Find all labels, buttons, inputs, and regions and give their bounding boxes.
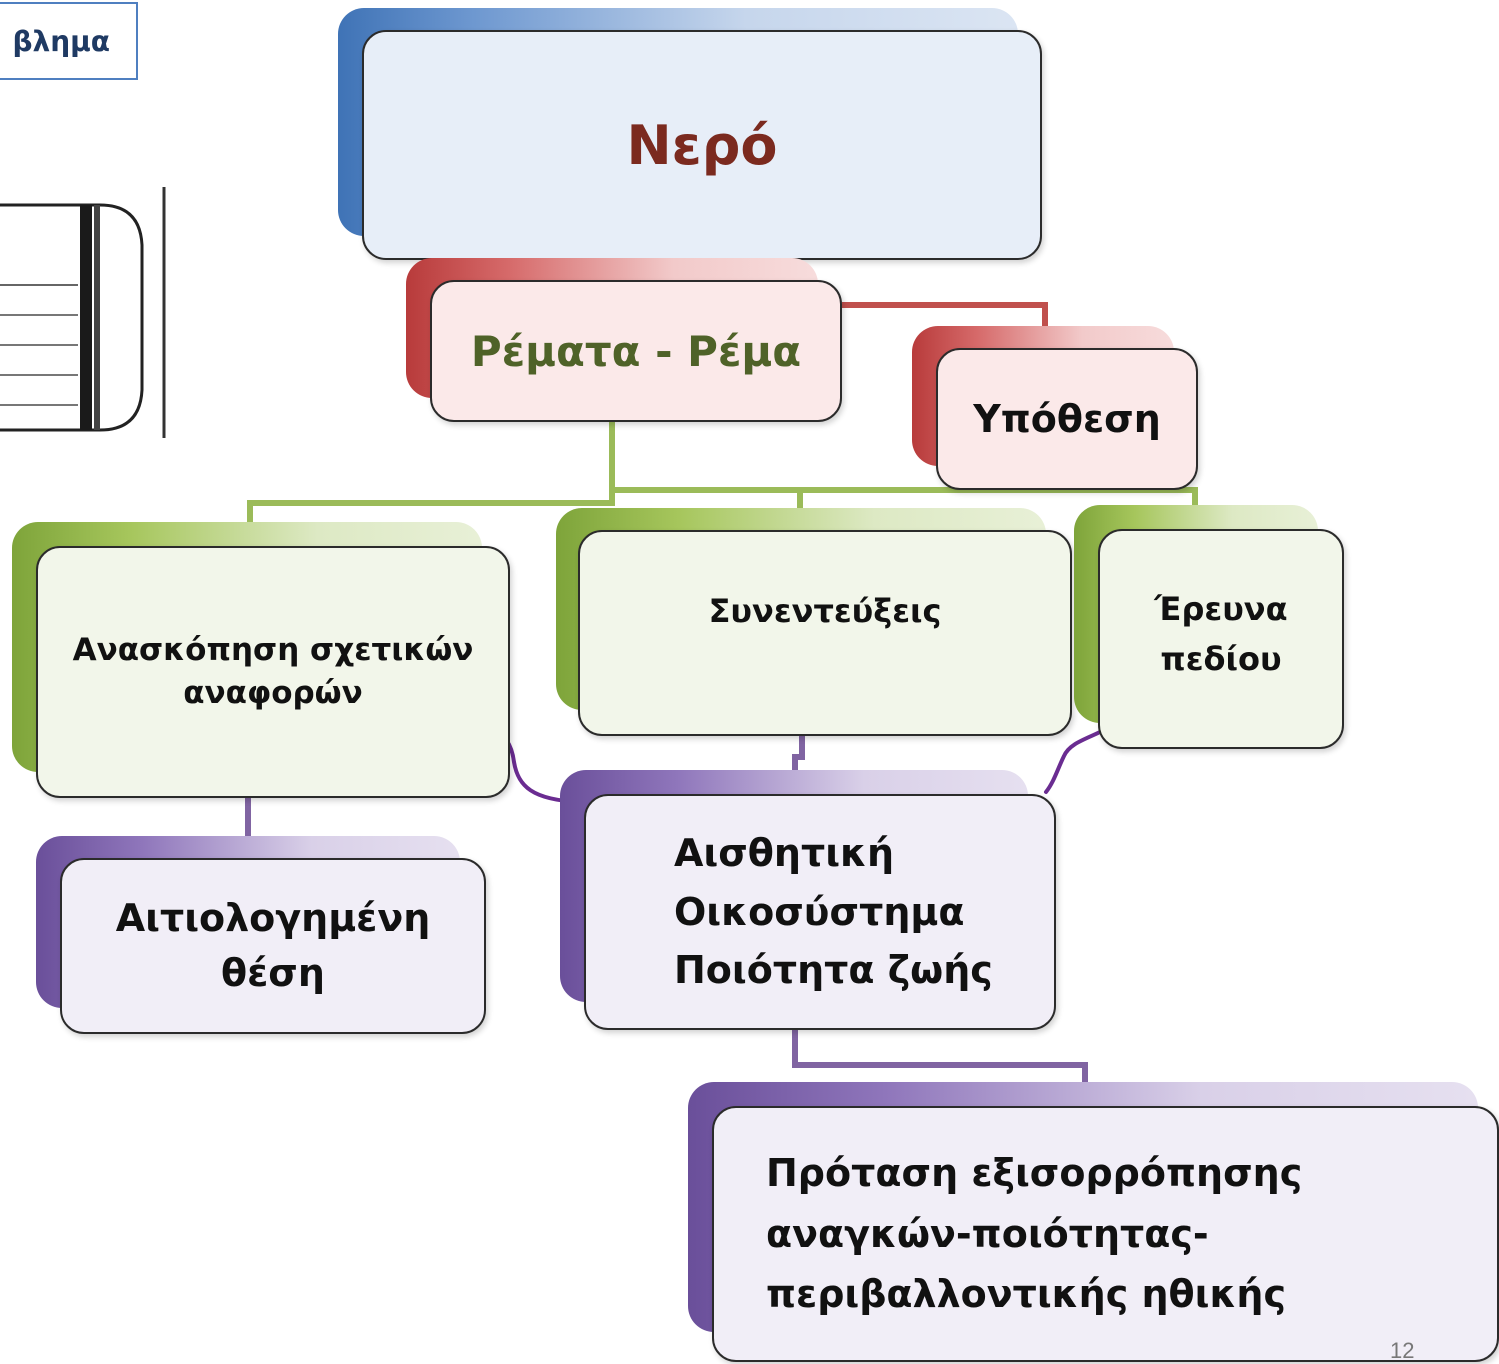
document-clipart: [0, 185, 166, 440]
title-fragment: βλημα: [12, 24, 110, 58]
node-interviews: Συνεντεύξεις: [556, 508, 1076, 740]
node-proposal-label: Πρόταση εξισορρόπησης αναγκών-ποιότητας-…: [766, 1150, 1303, 1317]
node-root-box: Νερό: [362, 30, 1042, 260]
connector-interviews-aspects: [792, 735, 805, 773]
node-field-research-label: Έρευνα πεδίου: [1154, 590, 1288, 678]
node-field-research: Έρευνα πεδίου: [1074, 505, 1348, 753]
node-justified-position: Αιτιολογημένη θέση: [36, 836, 488, 1036]
node-field-research-box: Έρευνα πεδίου: [1098, 529, 1344, 749]
title-fragment-box: βλημα: [0, 2, 138, 80]
node-root-label: Νερό: [626, 113, 778, 177]
node-justified-position-box: Αιτιολογημένη θέση: [60, 858, 486, 1034]
connector-streams-review: [247, 490, 615, 528]
node-aspects-label: Αισθητική Οικοσύστημα Ποιότητα ζωής: [674, 830, 993, 993]
node-hypothesis-label: Υπόθεση: [973, 397, 1161, 441]
node-streams: Ρέματα - Ρέμα: [406, 258, 846, 426]
node-proposal-box: Πρόταση εξισορρόπησης αναγκών-ποιότητας-…: [712, 1106, 1499, 1362]
node-review-label: Ανασκόπηση σχετικών αναφορών: [72, 631, 474, 711]
node-root: Νερό: [338, 8, 1048, 266]
node-interviews-label: Συνεντεύξεις: [708, 592, 942, 630]
node-interviews-box: Συνεντεύξεις: [578, 530, 1072, 736]
curve-field-aspects: [1044, 726, 1110, 794]
page-number: 12: [1390, 1338, 1415, 1363]
node-aspects-box: Αισθητική Οικοσύστημα Ποιότητα ζωής: [584, 794, 1056, 1030]
node-aspects: Αισθητική Οικοσύστημα Ποιότητα ζωής: [560, 770, 1058, 1032]
connector-streams-children: [609, 420, 1198, 510]
node-justified-position-label: Αιτιολογημένη θέση: [115, 895, 431, 995]
connector-streams-hypothesis: [842, 302, 1048, 328]
node-streams-label: Ρέματα - Ρέμα: [470, 326, 802, 376]
node-review-box: Ανασκόπηση σχετικών αναφορών: [36, 546, 510, 798]
node-proposal: Πρόταση εξισορρόπησης αναγκών-ποιότητας-…: [688, 1082, 1499, 1362]
connector-aspects-proposal: [792, 1025, 1088, 1085]
node-review: Ανασκόπηση σχετικών αναφορών: [12, 522, 512, 802]
node-hypothesis: Υπόθεση: [912, 326, 1204, 496]
node-hypothesis-box: Υπόθεση: [936, 348, 1198, 490]
node-streams-box: Ρέματα - Ρέμα: [430, 280, 842, 422]
